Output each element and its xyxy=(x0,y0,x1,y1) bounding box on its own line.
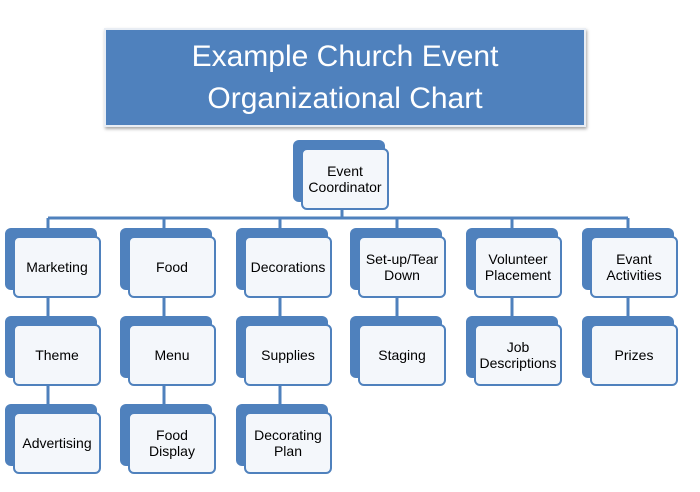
column-0-child-1-node-label: Advertising xyxy=(13,412,101,474)
column-1-child-0-node: Menu xyxy=(120,316,216,386)
column-5-child-0-node: Prizes xyxy=(582,316,678,386)
column-2-head-node: Decorations xyxy=(236,228,332,298)
column-0-head-node: Marketing xyxy=(5,228,101,298)
column-0-child-0-node: Theme xyxy=(5,316,101,386)
column-5-child-0-node-label: Prizes xyxy=(590,324,678,386)
column-2-child-0-node: Supplies xyxy=(236,316,332,386)
column-0-child-1-node: Advertising xyxy=(5,404,101,474)
column-3-child-0-node: Staging xyxy=(350,316,446,386)
chart-title-line-1: Example Church Event xyxy=(191,39,499,73)
chart-title: Example Church Event Organizational Char… xyxy=(104,28,586,127)
column-2-head-node-label: Decorations xyxy=(244,236,332,298)
column-1-head-node-label: Food xyxy=(128,236,216,298)
column-2-child-0-node-label: Supplies xyxy=(244,324,332,386)
chart-title-line-2: Organizational Chart xyxy=(207,81,483,115)
column-1-head-node: Food xyxy=(120,228,216,298)
column-0-head-node-label: Marketing xyxy=(13,236,101,298)
column-3-child-0-node-label: Staging xyxy=(358,324,446,386)
column-1-child-0-node-label: Menu xyxy=(128,324,216,386)
column-0-child-0-node-label: Theme xyxy=(13,324,101,386)
